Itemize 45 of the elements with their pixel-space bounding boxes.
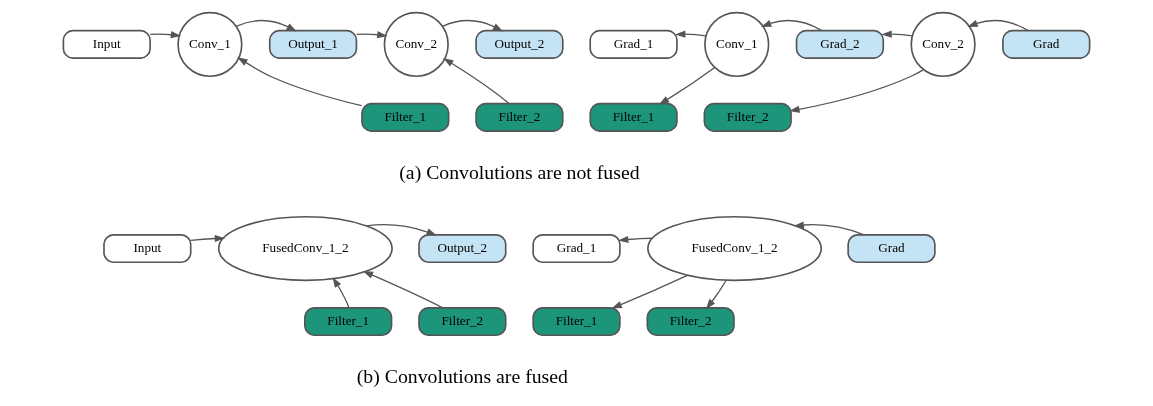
node-box: Output_1 [268,29,358,59]
node-box: Filter_1 [361,102,450,132]
node-box: Grad [847,234,936,264]
arrow [355,31,388,39]
arrow [362,271,444,309]
label: (a) Convolutions are not fused [399,160,640,183]
arrow [235,19,297,32]
arrow [237,57,363,107]
arrow [190,234,226,243]
node-box: Grad_2 [795,29,885,59]
arrow [618,235,653,244]
arrow [761,19,823,32]
arrow [658,66,716,105]
node-box: Filter_2 [475,102,564,132]
node-box: Grad_1 [589,29,678,59]
node-box: Grad [1002,29,1091,59]
node-box: Filter_2 [703,102,792,132]
arrow [332,277,350,309]
node-circle: Conv_2 [910,11,976,78]
node-box: Filter_2 [646,307,735,337]
arrow [149,31,182,39]
node-box: Input [103,234,192,264]
node-box: Input [62,29,151,59]
node-box: Filter_1 [589,102,678,132]
node-box: Filter_1 [304,307,393,337]
arrow [789,69,924,113]
label: (b) Convolutions are fused [356,364,568,387]
arrow [441,19,504,32]
arrow [611,274,689,309]
node-circle: Conv_1 [704,11,770,78]
arrow [705,279,727,310]
node-box: Output_2 [418,234,507,264]
arrow [967,19,1029,32]
arrow [675,30,707,38]
node-box: Filter_2 [418,307,507,337]
arrow [881,30,913,38]
node-circle: Conv_1 [177,11,243,78]
node-ellipse: FusedConv_1_2 [647,215,823,282]
node-circle: Conv_2 [383,11,449,78]
arrow [443,58,511,105]
node-box: Filter_1 [532,307,621,337]
node-box: Grad_1 [532,234,621,264]
node-box: Output_2 [475,29,564,59]
arrow [365,224,437,236]
arrow [793,221,865,236]
